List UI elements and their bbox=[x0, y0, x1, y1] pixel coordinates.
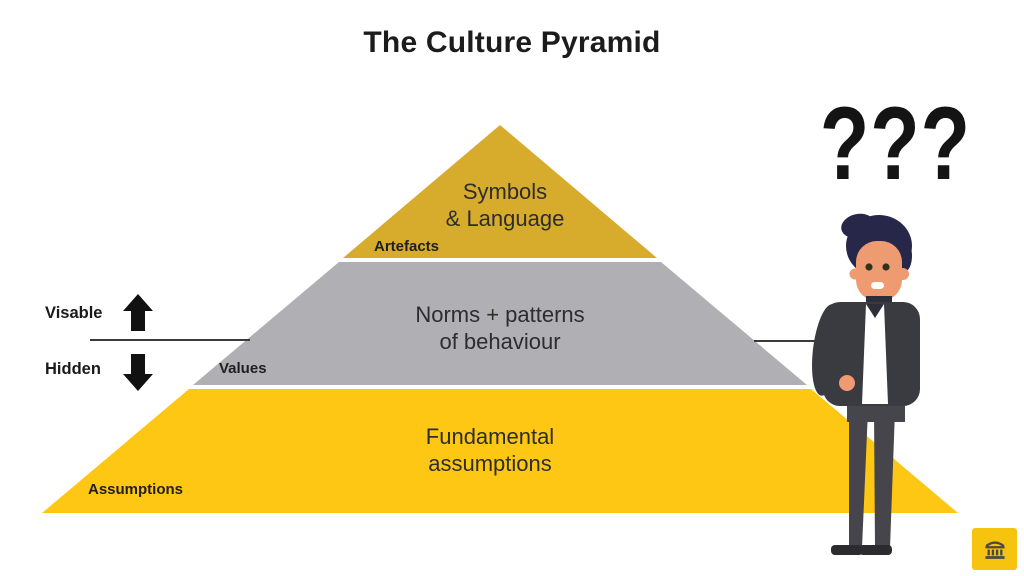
tier-values-line2: of behaviour bbox=[439, 329, 561, 354]
museum-button[interactable] bbox=[972, 528, 1017, 570]
tier-values-line1: Norms + patterns bbox=[415, 302, 585, 327]
tier-artefacts-line1: Symbols bbox=[462, 179, 548, 204]
question-marks: ??? bbox=[819, 86, 971, 202]
hidden-label: Hidden bbox=[45, 360, 101, 378]
person-eye-left bbox=[865, 263, 873, 271]
person-eye-right bbox=[882, 263, 890, 271]
pyramid-tier-values bbox=[193, 262, 807, 385]
tier-values-text: Norms + patterns of behaviour bbox=[380, 301, 620, 355]
tier-tag-assumptions: Assumptions bbox=[88, 481, 184, 498]
pyramid-tier-artefacts bbox=[343, 125, 657, 258]
person-hand bbox=[839, 375, 855, 391]
pyramid-tier-assumptions bbox=[42, 389, 958, 513]
person-mouth bbox=[871, 282, 884, 289]
up-arrow-icon bbox=[123, 294, 153, 331]
person-hair-quiff bbox=[841, 213, 875, 239]
down-arrow-icon bbox=[123, 354, 153, 391]
person-leg-left bbox=[849, 410, 868, 548]
person-shirt bbox=[862, 304, 888, 404]
visible-label: Visable bbox=[45, 304, 103, 322]
person-leg-right bbox=[874, 410, 895, 548]
person-shirt-collar bbox=[866, 304, 884, 318]
tier-artefacts-text: Symbols & Language bbox=[385, 178, 625, 232]
tier-assumptions-text: Fundamental assumptions bbox=[370, 423, 610, 477]
page-title: The Culture Pyramid bbox=[363, 26, 661, 59]
tier-assumptions-line1: Fundamental bbox=[425, 424, 555, 449]
person-face bbox=[856, 241, 902, 301]
tier-artefacts-line2: & Language bbox=[445, 206, 565, 231]
tier-assumptions-line2: assumptions bbox=[428, 451, 552, 476]
person-shoe-left bbox=[831, 545, 863, 555]
confused-person-illustration bbox=[812, 213, 920, 555]
museum-building-icon bbox=[984, 541, 1005, 559]
tier-tag-artefacts: Artefacts bbox=[374, 238, 440, 255]
person-shoe-right bbox=[859, 545, 892, 555]
tier-tag-values: Values bbox=[219, 360, 267, 377]
